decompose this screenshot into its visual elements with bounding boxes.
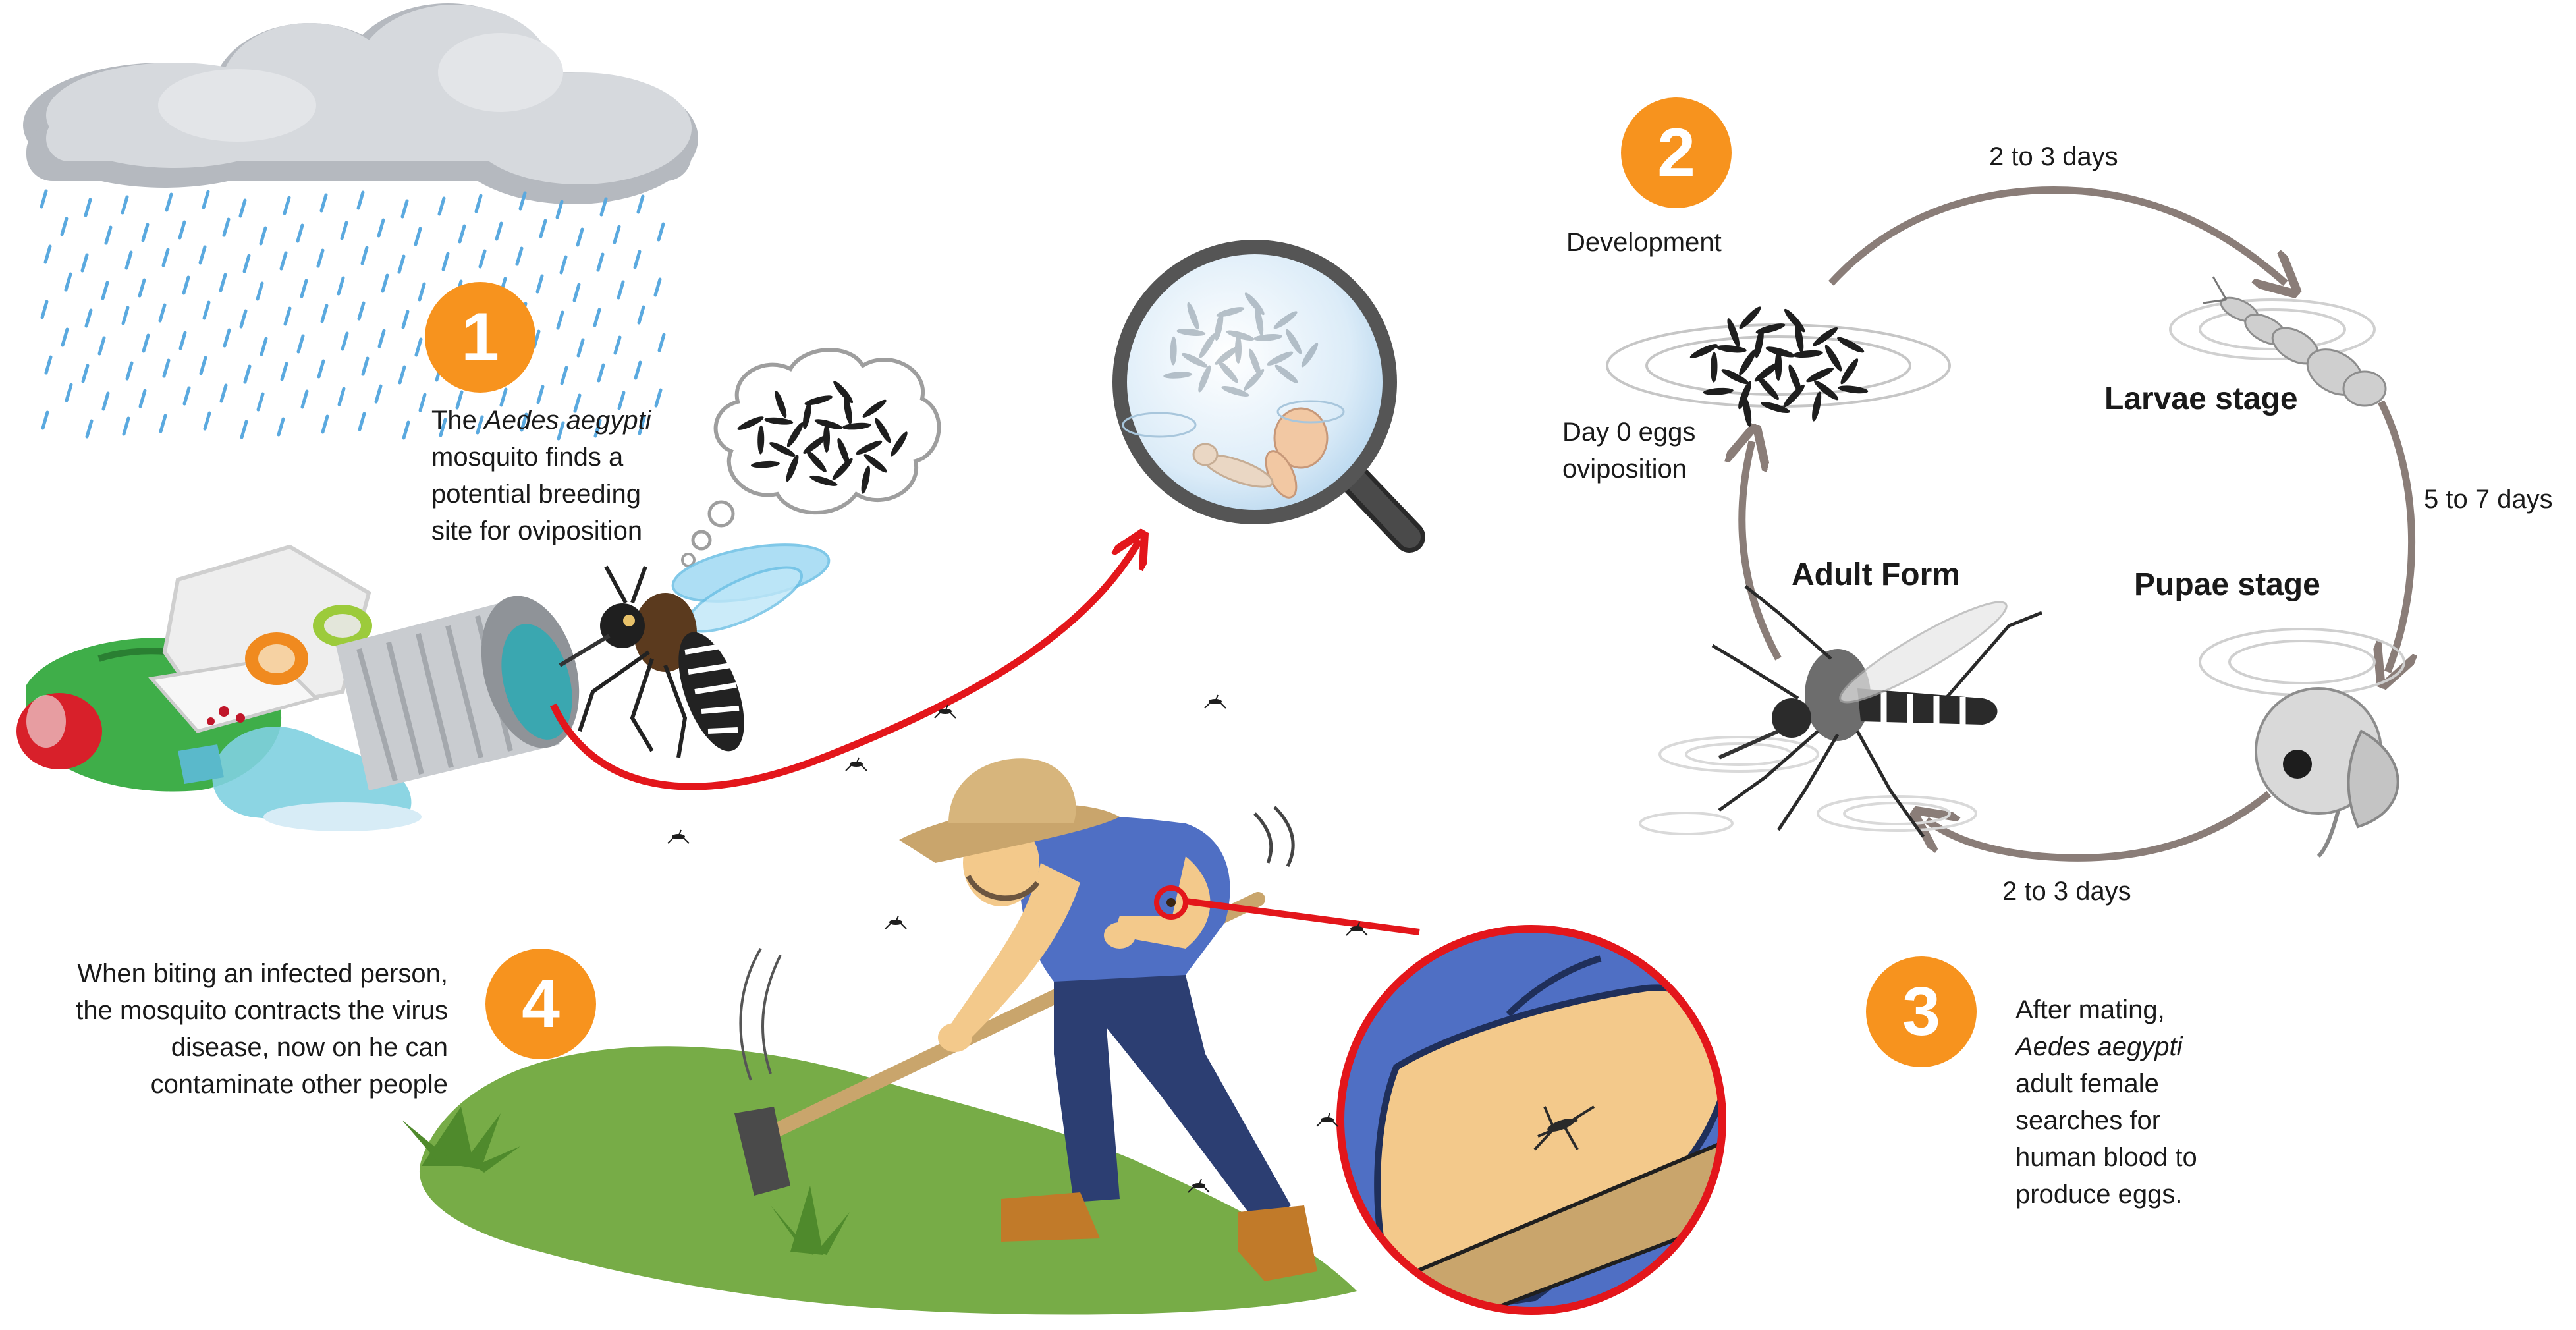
top-duration-label: 2 to 3 days bbox=[1989, 142, 2118, 171]
cycle-arrow-top bbox=[1828, 186, 2286, 283]
step4-description: When biting an infected person, the mosq… bbox=[13, 955, 448, 1103]
step-badge-2: 2 bbox=[1621, 97, 1732, 208]
bite-zoom-icon bbox=[1336, 925, 1726, 1315]
step3-species: Aedes aegypti bbox=[2015, 1032, 2183, 1061]
step3-line1: After mating, bbox=[2015, 995, 2165, 1024]
step4-line1: When biting an infected person, bbox=[77, 959, 448, 988]
mosquito-icon bbox=[559, 543, 831, 758]
step1-line1-pre: The bbox=[431, 406, 485, 435]
step1-line4: site for oviposition bbox=[431, 516, 643, 545]
step-badge-3: 3 bbox=[1866, 956, 1977, 1067]
eggs-icon bbox=[1606, 306, 1951, 427]
step3-line3: adult female bbox=[2015, 1069, 2159, 1098]
magnifier-icon bbox=[1112, 240, 1425, 553]
grass-icon bbox=[402, 1046, 1357, 1315]
step4-line2: the mosquito contracts the virus bbox=[76, 996, 448, 1025]
farmer-icon bbox=[734, 758, 1420, 1281]
red-arrow bbox=[550, 540, 1139, 790]
step1-species: Aedes aegypti bbox=[484, 406, 651, 435]
step3-line5: human blood to bbox=[2015, 1143, 2197, 1172]
bottom-duration-label: 2 to 3 days bbox=[2002, 877, 2131, 906]
flying-mosquitoes-icon bbox=[667, 694, 1368, 1193]
pupa-icon bbox=[2199, 628, 2405, 858]
pupae-stage-label: Pupae stage bbox=[2134, 567, 2320, 602]
trash-pile-icon bbox=[16, 544, 580, 831]
step4-line4: contaminate other people bbox=[150, 1070, 448, 1099]
step3-line4: searches for bbox=[2015, 1106, 2161, 1135]
step-badge-1: 1 bbox=[425, 282, 535, 393]
eggs-label-line1: Day 0 eggs bbox=[1562, 418, 1696, 447]
rain-drops-icon bbox=[40, 189, 666, 441]
step4-line3: disease, now on he can bbox=[171, 1033, 448, 1062]
eggs-label-line2: oviposition bbox=[1562, 455, 1687, 484]
rain-cloud-icon bbox=[23, 3, 698, 204]
cycle-arrow-right bbox=[2381, 400, 2412, 672]
step1-line3: potential breeding bbox=[431, 480, 642, 509]
larva-icon bbox=[2169, 276, 2387, 407]
cycle-arrow-bottom bbox=[1927, 790, 2272, 862]
thought-bubble-icon bbox=[681, 348, 941, 567]
larvae-stage-label: Larvae stage bbox=[2104, 381, 2298, 416]
adult-form-label: Adult Form bbox=[1792, 557, 1960, 592]
lifecycle-diagram bbox=[1606, 186, 2412, 862]
right-duration-label: 5 to 7 days bbox=[2424, 485, 2553, 514]
step1-line2: mosquito finds a bbox=[431, 443, 624, 472]
step1-description: The Aedes aegypti mosquito finds a poten… bbox=[431, 402, 708, 549]
eggs-label: Day 0 eggs oviposition bbox=[1562, 414, 1695, 487]
step-badge-4: 4 bbox=[485, 949, 596, 1059]
adult-mosquito-icon bbox=[1639, 585, 2042, 838]
step3-line6: produce eggs. bbox=[2015, 1180, 2183, 1209]
step3-description: After mating, Aedes aegypti adult female… bbox=[2015, 991, 2279, 1213]
cycle-arrow-left bbox=[1742, 441, 1782, 661]
development-label: Development bbox=[1566, 228, 1722, 257]
